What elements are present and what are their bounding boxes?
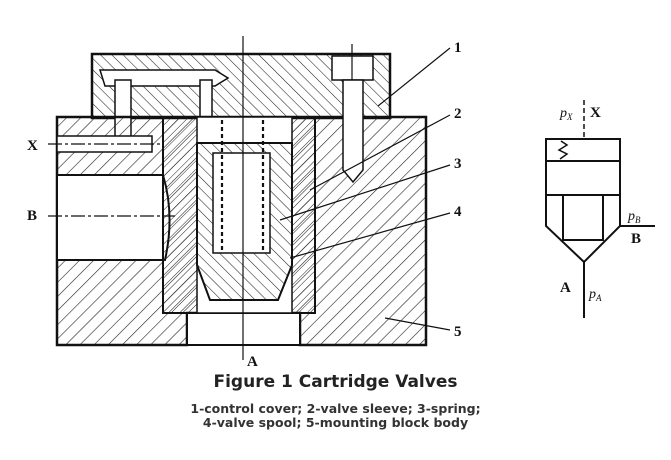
port-x-label: X [27, 138, 38, 154]
symbol-pb-label: pB [627, 209, 641, 225]
figure-legend: 1-control cover; 2-valve sleeve; 3-sprin… [0, 402, 671, 430]
symbol-x-label: X [590, 105, 601, 121]
center-lines [48, 36, 353, 360]
symbol-a-label: A [560, 280, 571, 296]
valve-spool [196, 142, 293, 301]
legend-line-2: 4-valve spool; 5-mounting block body [202, 415, 469, 430]
part-number-2: 2 [454, 106, 462, 122]
symbol-pa-label: pA [588, 287, 602, 303]
legend-line-1: 1-control cover; 2-valve sleeve; 3-sprin… [190, 401, 481, 416]
symbol-px-label: pX [559, 106, 573, 122]
port-a-label: A [247, 354, 258, 370]
cartridge-valve-symbol [545, 100, 655, 318]
figure-title: Figure 1 Cartridge Valves [213, 372, 458, 392]
symbol-b-label: B [631, 231, 641, 247]
spring [220, 120, 265, 250]
part-number-5: 5 [454, 324, 462, 340]
port-b-label: B [27, 208, 37, 224]
leader-lines [279, 47, 451, 331]
part-number-4: 4 [454, 204, 462, 220]
part-number-3: 3 [454, 156, 462, 172]
part-number-1: 1 [454, 40, 462, 56]
